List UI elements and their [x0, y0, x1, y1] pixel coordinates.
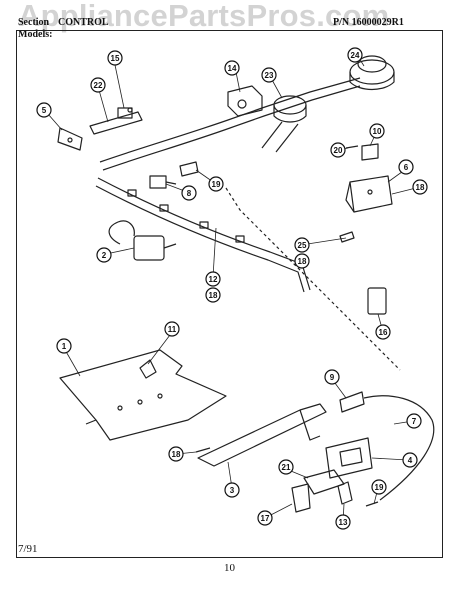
part-21 [303, 469, 345, 495]
models-label: Models: [18, 29, 53, 40]
screw-19 [365, 501, 379, 507]
callout-24: 24 [351, 51, 360, 60]
screw-18 [195, 447, 211, 453]
manifold-3 [197, 403, 327, 467]
page-number: 10 [224, 562, 235, 574]
callout-9: 9 [330, 373, 335, 382]
callout-8: 8 [187, 189, 192, 198]
callout-18a: 18 [416, 183, 425, 192]
callout-15: 15 [111, 54, 120, 63]
rod-25 [339, 231, 355, 243]
shield-1 [59, 349, 227, 441]
callout-11: 11 [168, 325, 177, 334]
callout-5: 5 [42, 106, 47, 115]
thermostat-2 [133, 235, 165, 261]
valve-block-14 [227, 85, 263, 117]
section-name: CONTROL [58, 17, 109, 28]
callout-19a: 19 [212, 180, 221, 189]
callout-10: 10 [373, 127, 382, 136]
callout-25: 25 [298, 241, 307, 250]
callout-3: 3 [230, 486, 235, 495]
valve-22 [89, 111, 143, 135]
callout-22: 22 [94, 81, 103, 90]
clip-11 [139, 359, 157, 379]
callout-7: 7 [412, 417, 417, 426]
callout-17: 17 [261, 514, 270, 523]
callout-21: 21 [282, 463, 291, 472]
switch-8 [149, 175, 167, 189]
callout-19b: 19 [375, 483, 384, 492]
module-16 [367, 287, 387, 315]
ignitor-9 [339, 391, 365, 413]
callout-18d: 18 [172, 450, 181, 459]
bracket-6 [349, 175, 393, 213]
callout-18c: 18 [209, 291, 218, 300]
callout-16: 16 [379, 328, 388, 337]
callout-23: 23 [265, 71, 274, 80]
footer-date: 7/91 [18, 543, 38, 555]
bracket-5 [57, 127, 83, 151]
watermark: AppliancePartsPros.com [18, 0, 390, 33]
callout-4: 4 [408, 456, 413, 465]
bracket-17 [291, 483, 311, 513]
callout-1: 1 [62, 342, 67, 351]
part-number: P/N 16000029R1 [333, 17, 404, 28]
callout-13: 13 [339, 518, 348, 527]
bracket-4 [325, 437, 373, 479]
callout-14: 14 [228, 64, 237, 73]
manifold-tube-12 [97, 177, 311, 291]
callout-18b: 18 [298, 257, 307, 266]
section-label: Section [18, 17, 50, 28]
callout-2: 2 [102, 251, 107, 260]
part-13 [337, 481, 353, 505]
callout-6: 6 [404, 163, 409, 172]
screw-20 [345, 145, 359, 149]
manifold-tube [99, 77, 361, 163]
callout-12: 12 [209, 275, 218, 284]
diagram-frame [16, 30, 443, 558]
clip-10 [361, 143, 379, 161]
valve-19 [179, 161, 199, 177]
callout-20: 20 [334, 146, 343, 155]
